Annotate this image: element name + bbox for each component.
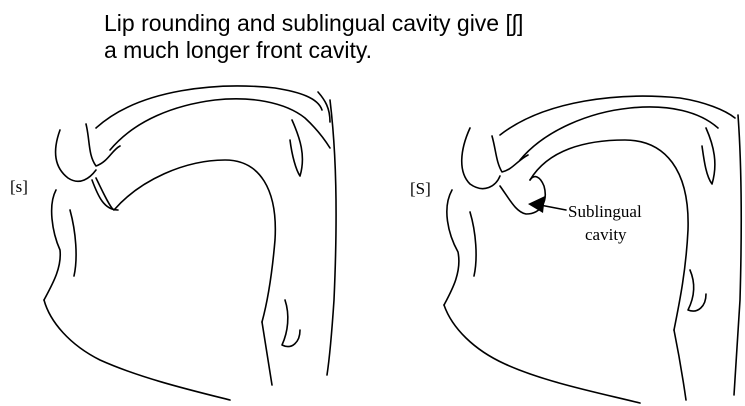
sh-epiglottis xyxy=(688,270,706,311)
s-pharynx-wall xyxy=(327,100,336,375)
arrow-head xyxy=(528,196,545,213)
s-lower-lip xyxy=(44,190,60,300)
s-tongue xyxy=(96,160,275,322)
sh-neck-front xyxy=(444,305,640,403)
s-label: [s] xyxy=(10,177,28,196)
sh-upper-lip xyxy=(462,128,500,189)
sublingual-annotation-line1: Sublingual xyxy=(568,202,642,221)
sublingual-annotation-line2: cavity xyxy=(585,225,627,244)
s-larynx xyxy=(262,322,272,385)
sh-larynx xyxy=(674,330,686,400)
sh-pharynx-wall xyxy=(734,115,741,395)
s-upper-lip xyxy=(56,130,96,181)
s-vocal-tract-drawing xyxy=(44,86,336,400)
s-epiglottis xyxy=(282,300,300,347)
s-jaw xyxy=(70,210,76,276)
sh-jaw xyxy=(470,212,476,276)
sh-vocal-tract-drawing xyxy=(444,96,741,403)
s-neck-front xyxy=(44,300,230,400)
s-nasal-roof xyxy=(96,86,322,128)
s-palate xyxy=(110,99,330,150)
sh-lower-lip xyxy=(444,190,459,305)
sh-palate xyxy=(520,107,718,160)
sublingual-arrow xyxy=(528,196,566,213)
sh-upper-teeth xyxy=(492,136,528,172)
sh-label: [S] xyxy=(410,179,431,198)
arrow-line xyxy=(540,205,566,210)
sh-velum xyxy=(702,128,715,184)
s-velum xyxy=(290,120,302,176)
